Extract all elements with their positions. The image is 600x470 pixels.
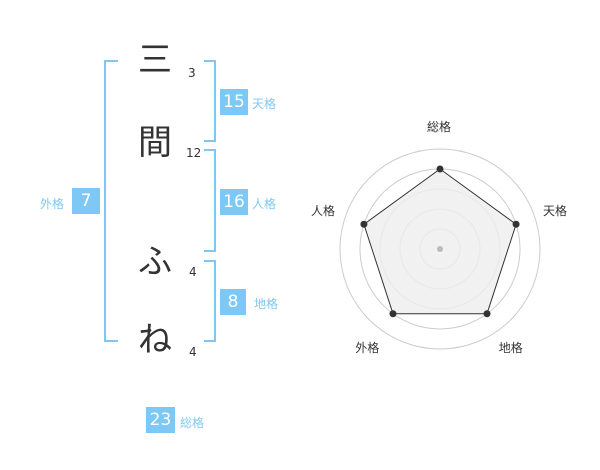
name-char-2: 間 bbox=[138, 123, 172, 163]
radar-axis-label: 天格 bbox=[543, 204, 568, 219]
radar-point bbox=[436, 165, 444, 173]
chikaku-badge: 8 bbox=[220, 289, 246, 315]
radar-axis-label: 外格 bbox=[355, 340, 380, 355]
gaikaku-badge: 7 bbox=[72, 188, 100, 214]
chikaku-label: 地格 bbox=[254, 297, 279, 311]
name-char-4: ね bbox=[138, 320, 172, 360]
stroke-count-3: 4 bbox=[189, 265, 197, 279]
chikaku-bracket bbox=[204, 260, 216, 342]
radar-axis-label: 地格 bbox=[498, 340, 523, 355]
tenkaku-label: 天格 bbox=[252, 97, 277, 111]
stroke-count-2: 12 bbox=[186, 146, 202, 160]
gaikaku-label: 外格 bbox=[40, 197, 65, 211]
soukaku-badge: 23 bbox=[146, 407, 175, 433]
tenkaku-bracket bbox=[204, 60, 216, 142]
radar-point bbox=[483, 310, 491, 318]
jinkaku-bracket bbox=[204, 149, 216, 252]
radar-axis-label: 人格 bbox=[310, 204, 335, 219]
tenkaku-badge: 15 bbox=[220, 89, 248, 115]
radar-center-dot bbox=[437, 246, 443, 252]
radar-axis-label: 総格 bbox=[427, 120, 452, 134]
stroke-count-4: 4 bbox=[189, 345, 197, 359]
radar-point bbox=[360, 220, 368, 228]
jinkaku-label: 人格 bbox=[252, 197, 277, 211]
gaikaku-bracket bbox=[104, 60, 118, 342]
name-char-3: ふ bbox=[138, 242, 172, 282]
name-char-1: 三 bbox=[138, 40, 172, 80]
soukaku-label: 総格 bbox=[180, 416, 205, 430]
radar-point bbox=[389, 310, 397, 318]
radar-point bbox=[512, 220, 520, 228]
jinkaku-badge: 16 bbox=[220, 189, 248, 215]
radar-polygon bbox=[363, 168, 517, 315]
stroke-count-1: 3 bbox=[188, 66, 196, 80]
radar-ring bbox=[339, 148, 541, 350]
